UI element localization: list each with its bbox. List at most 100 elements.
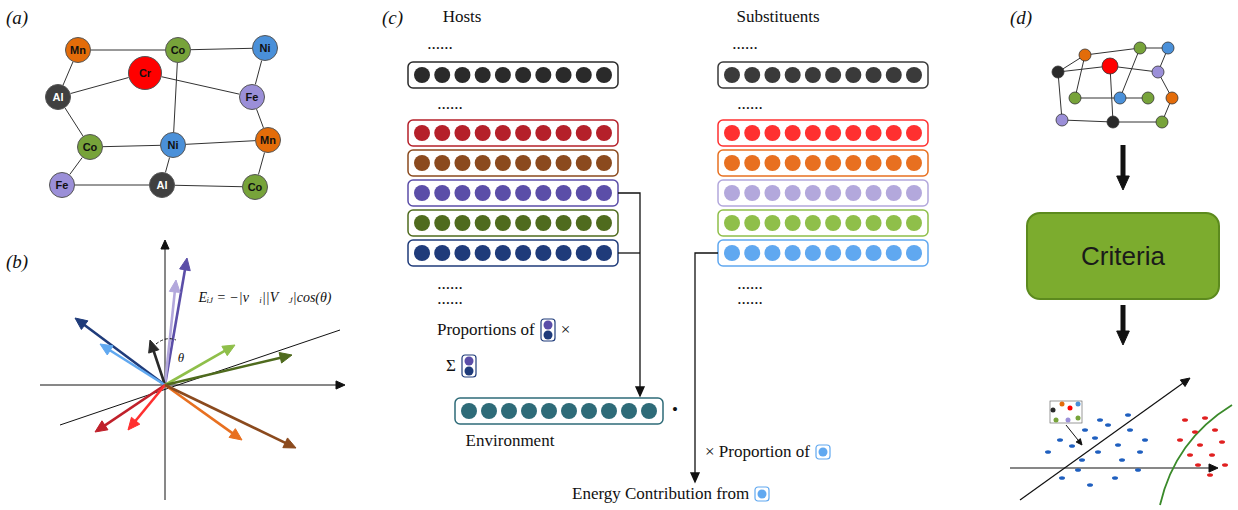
embedding-dot [785,245,801,261]
embedding-dot [805,125,821,141]
substituent-icon [815,444,831,460]
embedding-dot [535,155,551,171]
arrow-head [636,387,644,396]
embedding-bar [408,150,618,176]
data-point [1219,440,1225,444]
embedding-dot [744,215,760,231]
host-pair-icon [540,318,556,342]
data-point [1137,450,1143,454]
arrow-head [1180,378,1190,387]
annotation-text: Environment [466,432,555,451]
embedding-bar [455,398,663,424]
embedding-dot [454,245,470,261]
embedding-dot [724,125,740,141]
embedding-dot [886,67,902,83]
embedding-dot [576,125,592,141]
embedding-dot [744,125,760,141]
annotation-text: Energy Contribution from [572,485,749,504]
node-text: Ni [168,139,179,151]
embedding-dot [495,245,511,261]
annotation-text: × [561,321,571,340]
lattice-atom [1134,42,1146,54]
embedding-bar [718,240,928,266]
embedding-dot [475,125,491,141]
embedding-dot [434,67,450,83]
embedding-dot [501,403,517,419]
data-point [1097,418,1103,422]
embedding-dot [805,185,821,201]
data-point [1192,430,1198,434]
embedding-dot [886,245,902,261]
mini-atom [1076,416,1081,421]
mini-atom [1066,418,1071,423]
embedding-dot [764,215,780,231]
embedding-dot [596,155,612,171]
embedding-dot [805,245,821,261]
arrow-head [95,421,108,432]
embedding-dot [475,245,491,261]
annotation-text: Substituents [736,8,819,27]
lattice-atom [1156,116,1168,128]
embedding-dot [475,215,491,231]
embedding-dot [596,67,612,83]
angle-arc [156,339,176,344]
embedding-dot [481,403,497,419]
arrow-line [165,288,175,385]
arrow-line [1020,382,1185,500]
embedding-dot [805,155,821,171]
arrow-head [169,280,180,292]
lattice-bond [65,108,83,136]
embedding-bar [408,210,618,236]
embedding-dot [886,155,902,171]
embedding-dot [495,125,511,141]
bond-line [75,185,149,186]
bond-line [175,185,242,186]
data-point [1197,443,1203,447]
embedding-dot [515,67,531,83]
arrow-head [1076,439,1082,445]
lattice-bond [1113,122,1162,123]
data-point [1125,413,1131,417]
arrow-line [40,385,339,386]
screening-sketch [1010,42,1232,505]
arrow-line [82,323,165,385]
embedding-dot [556,125,572,141]
node-text: Al [53,91,64,103]
data-point [1079,458,1085,462]
embedding-bar [408,120,618,146]
annotation-text: × Proportion of [705,443,810,462]
node-text: Mn [70,44,86,56]
embedding-dot [825,125,841,141]
embedding-dot [641,403,657,419]
embedding-dot [724,215,740,231]
embedding-dot [906,185,922,201]
arrow-head [283,438,296,448]
embedding-dot [535,67,551,83]
embedding-dot [454,155,470,171]
panel-label: (c) [382,8,403,29]
arrow-line [1066,425,1079,442]
embedding-bar [718,180,928,206]
atom-circle: Mn [255,127,281,153]
embedding-dot [764,245,780,261]
embedding-dot [744,67,760,83]
embedding-dot [521,403,537,419]
lattice-bond [1075,55,1085,98]
embedding-dot [866,155,882,171]
embedding-dot [461,403,477,419]
embedding-dot [596,245,612,261]
embedding-dot [825,155,841,171]
lattice-bond [1058,72,1062,120]
lattice-bond [75,185,149,186]
bond-line [63,62,73,85]
atom-circle: Al [149,172,175,198]
data-point [1142,438,1148,442]
embedding-dot [535,245,551,261]
embedding-dot [906,67,922,83]
embedding-bar [718,62,928,88]
data-point [1135,468,1141,472]
embedding-dot [515,125,531,141]
embedding-dot [906,215,922,231]
data-point [1069,444,1075,448]
data-point [1059,476,1065,480]
